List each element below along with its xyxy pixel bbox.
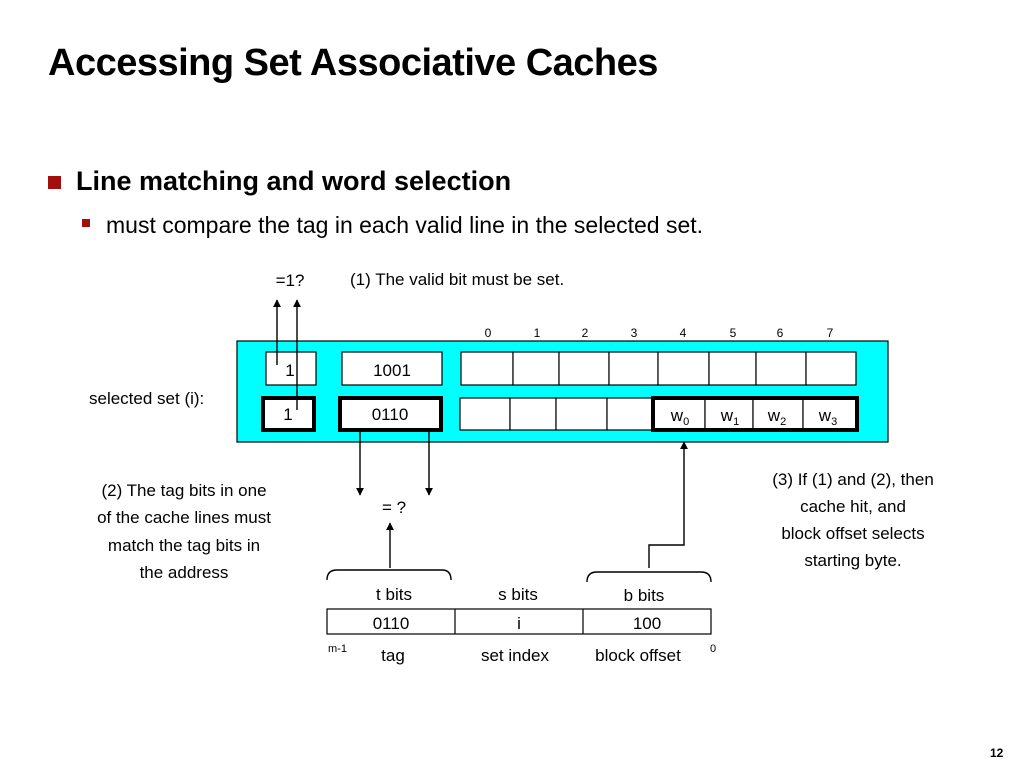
cache-line-2: 1 0110 w0 w1 w2 w3 <box>261 396 859 432</box>
bullet-square-small-icon <box>82 219 90 227</box>
svg-text:cache hit, and: cache hit, and <box>800 497 906 516</box>
selected-set-label: selected set (i): <box>89 389 204 408</box>
bullet-level1-text: Line matching and word selection <box>76 166 512 196</box>
tag-compare-label: = ? <box>382 498 406 517</box>
byte-index-4: 4 <box>680 326 687 340</box>
address-index-label: set index <box>481 646 550 665</box>
page-number: 12 <box>990 746 1004 760</box>
line2-tag-cell <box>338 396 443 432</box>
svg-text:starting byte.: starting byte. <box>804 551 901 570</box>
address-offset-label: block offset <box>595 646 681 665</box>
line2-valid-bit: 1 <box>283 405 292 424</box>
note-cache-hit: (3) If (1) and (2), then cache hit, and … <box>772 470 934 570</box>
sbits-label: s bits <box>498 585 538 604</box>
word-w1: w1 <box>720 406 739 428</box>
byte-index-2: 2 <box>582 326 589 340</box>
svg-text:(2) The tag bits in one: (2) The tag bits in one <box>101 481 266 500</box>
bullet-square-icon <box>48 176 61 189</box>
line2-valid-cell <box>261 396 316 432</box>
byte-index-3: 3 <box>631 326 638 340</box>
tbits-label: t bits <box>376 585 412 604</box>
address-tag-value: 0110 <box>373 614 410 633</box>
note-tag-match: (2) The tag bits in one of the cache lin… <box>97 481 271 582</box>
selected-words-outline <box>651 396 859 432</box>
offset-arrow <box>648 441 688 568</box>
bbits-label: b bits <box>624 586 665 605</box>
address-tag-label: tag <box>381 646 405 665</box>
byte-index-6: 6 <box>777 326 784 340</box>
address-high-bit: m-1 <box>328 643 347 655</box>
line1-valid-cell <box>265 351 317 386</box>
line2-block-cells <box>459 397 858 431</box>
address-index-value: i <box>517 614 521 633</box>
bullet-level2-text: must compare the tag in each valid line … <box>106 212 704 238</box>
valid-check-label: =1? <box>276 271 305 290</box>
byte-index-1: 1 <box>534 326 541 340</box>
svg-text:match the tag bits in: match the tag bits in <box>108 536 260 555</box>
line1-tag-cell <box>341 351 443 386</box>
svg-text:(3) If (1) and (2), then: (3) If (1) and (2), then <box>772 470 934 489</box>
cache-line-1: 1 1001 <box>265 351 857 386</box>
note-valid-bit: (1) The valid bit must be set. <box>350 270 564 289</box>
byte-index-0: 0 <box>485 326 492 340</box>
line1-tag: 1001 <box>373 361 411 380</box>
byte-index-7: 7 <box>827 326 834 340</box>
svg-text:of the cache lines must: of the cache lines must <box>97 508 271 527</box>
bbits-brace <box>586 571 712 583</box>
word-w3: w3 <box>818 406 837 428</box>
address-offset-value: 100 <box>633 614 661 633</box>
address-low-bit: 0 <box>710 643 716 655</box>
byte-index-labels: 0 1 2 3 4 5 6 7 <box>485 326 834 340</box>
word-w2: w2 <box>767 406 786 428</box>
tbits-brace <box>326 569 452 581</box>
line2-tag: 0110 <box>372 405 409 424</box>
slide-title: Accessing Set Associative Caches <box>48 42 658 84</box>
word-w0: w0 <box>670 406 689 428</box>
line1-block-cells <box>460 351 857 386</box>
address-bar: 0110 i 100 <box>326 608 712 635</box>
byte-index-5: 5 <box>730 326 737 340</box>
line1-valid-bit: 1 <box>285 361 294 380</box>
svg-text:block offset selects: block offset selects <box>781 524 924 543</box>
svg-text:the address: the address <box>140 563 229 582</box>
